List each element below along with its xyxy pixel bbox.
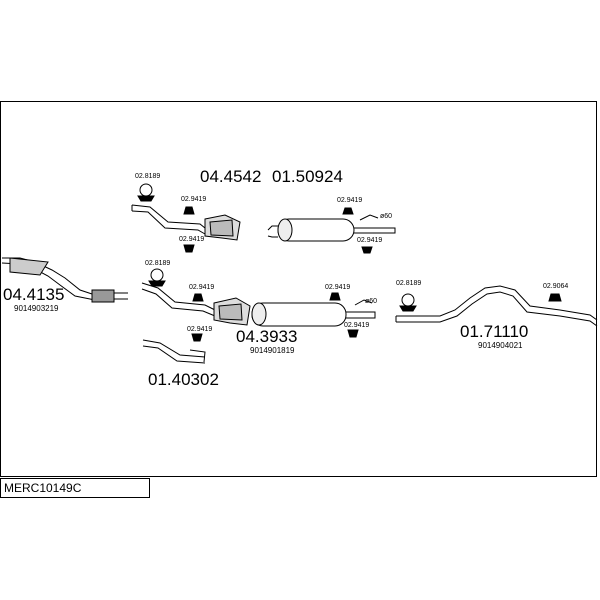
label-02-9419-f: 02.9419 (187, 326, 213, 333)
front-pipe-top (131, 204, 206, 235)
catalyst-04-3933 (213, 297, 251, 326)
label-01-50924: 01.50924 (272, 167, 343, 186)
label-04-4542: 04.4542 (200, 167, 262, 186)
label-02-9419-g: 02.9419 (325, 284, 351, 291)
label-02-8189-top: 02.8189 (135, 173, 161, 180)
label-04-3933: 04.3933 (236, 327, 298, 346)
label-02-9064: 02.9064 (543, 283, 569, 290)
hanger-02-9419-d (361, 246, 373, 254)
pipe-clip-mid (354, 299, 373, 306)
silencer-01-50924 (267, 218, 396, 242)
pipe-01-40302 (142, 339, 206, 364)
label-02-9419-h: 02.9419 (344, 322, 370, 329)
label-02-9419-c: 02.9419 (337, 197, 363, 204)
label-02-9419-d: 02.9419 (357, 237, 383, 244)
label-04-4135: 04.4135 (3, 285, 65, 304)
hanger-02-9419-e (192, 293, 204, 302)
diagram-frame (0, 101, 597, 477)
diagram-code: MERC10149C (4, 481, 82, 495)
label-02-9419-a: 02.9419 (181, 196, 207, 203)
label-01-71110: 01.71110 (460, 322, 529, 341)
label-02-8189-mid: 02.8189 (145, 260, 171, 267)
label-d60-mid: ø60 (365, 298, 378, 305)
diagram-code-box: MERC10149C (0, 478, 150, 498)
hanger-02-9064 (548, 293, 562, 302)
front-pipe-04-4135 (1, 257, 128, 303)
hanger-02-9419-c (342, 207, 354, 215)
pipe-clip-top (359, 214, 379, 221)
label-9014901819: 9014901819 (250, 346, 295, 355)
clamp-02-8189-right (399, 293, 417, 312)
silencer-04-3933 (251, 302, 376, 327)
hanger-02-9419-h (347, 329, 359, 338)
hanger-02-9419-a (183, 206, 195, 215)
hanger-02-9419-f (191, 333, 203, 342)
tailpipe-01-71110 (395, 285, 598, 327)
hanger-02-9419-b (183, 244, 195, 253)
label-02-9419-e: 02.9419 (189, 284, 215, 291)
clamp-02-8189-top (137, 183, 155, 202)
label-02-8189-right: 02.8189 (396, 280, 422, 287)
label-01-40302: 01.40302 (148, 370, 219, 389)
label-9014903219: 9014903219 (14, 304, 59, 313)
clamp-02-8189-mid (148, 268, 166, 287)
catalyst-04-4542 (204, 214, 241, 241)
label-02-9419-b: 02.9419 (179, 236, 205, 243)
hanger-02-9419-g (329, 292, 341, 301)
label-9014904021: 9014904021 (478, 341, 523, 350)
label-d60-top: ø60 (380, 213, 393, 220)
